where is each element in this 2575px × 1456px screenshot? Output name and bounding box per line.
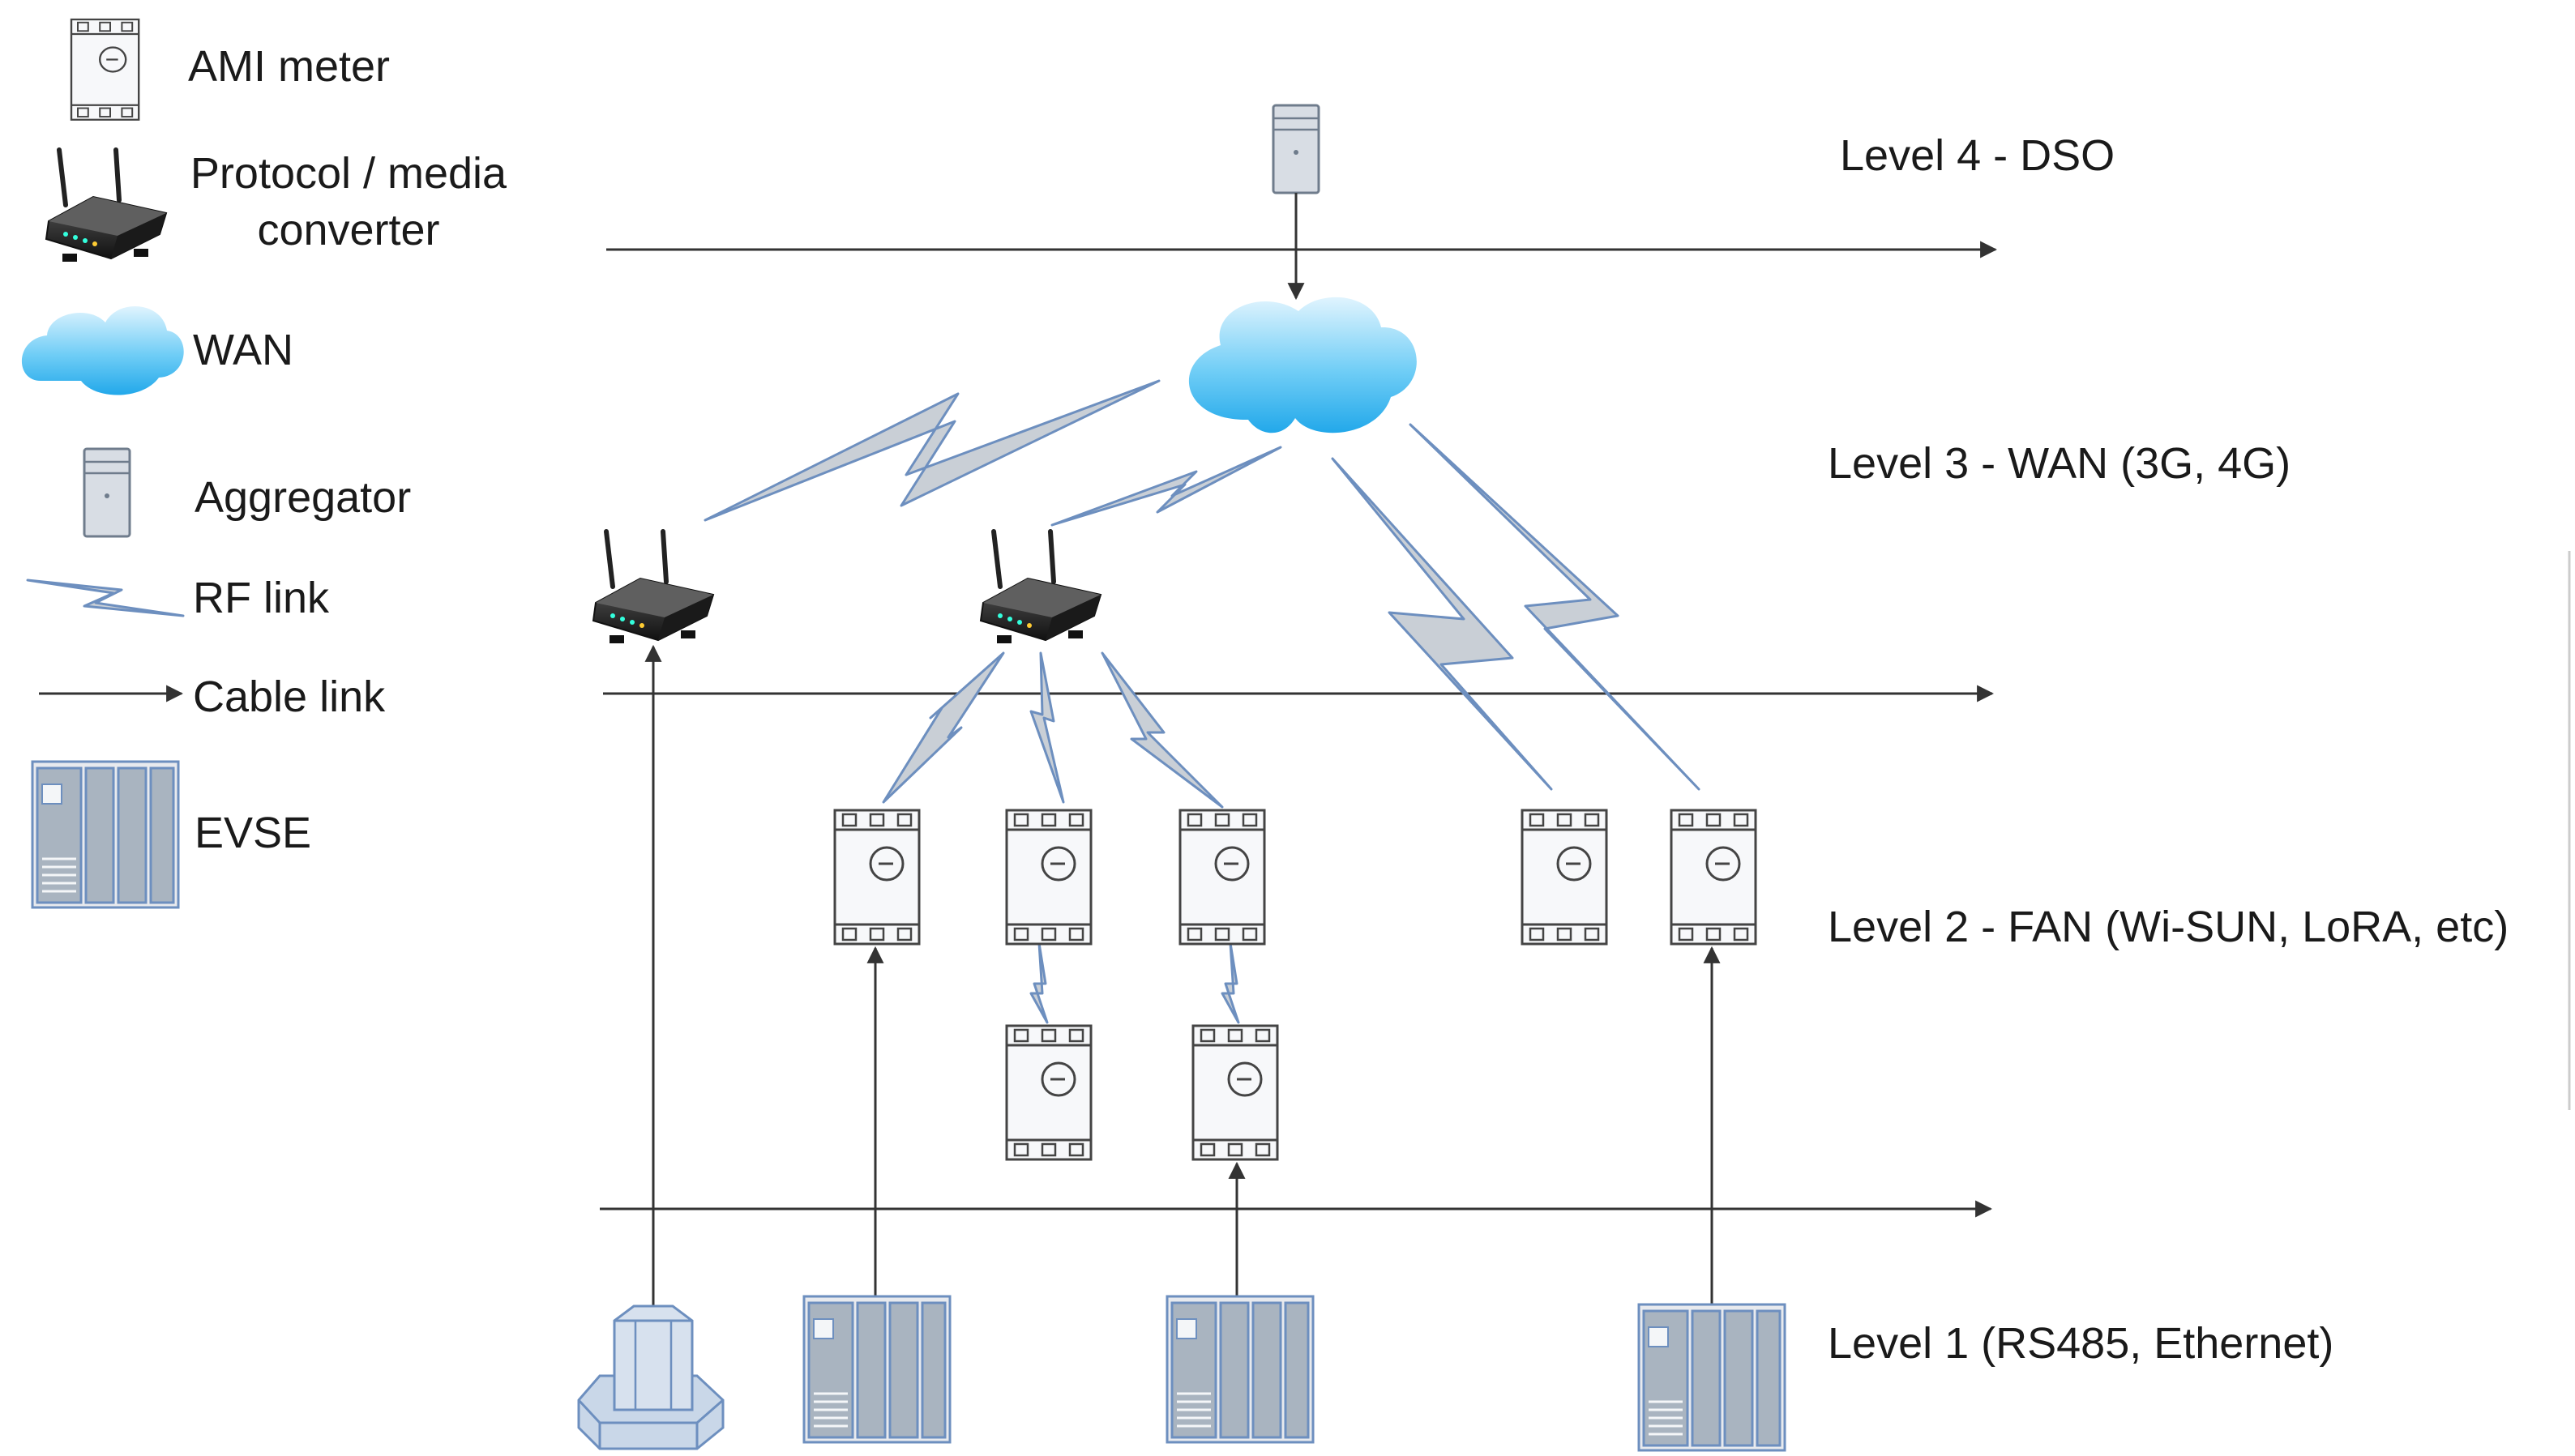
legend-rf-link-label: RF link	[193, 574, 330, 622]
rf-link-wan-meter4	[1331, 457, 1553, 791]
ami-meter-4	[1521, 809, 1608, 946]
ami-meter-6	[1005, 1024, 1093, 1161]
level2-label: Level 2 - FAN (Wi-SUN, LoRA, etc)	[1828, 903, 2509, 951]
rf-link-converter2-meter1	[882, 651, 1005, 804]
ami-meter-2	[1005, 809, 1093, 946]
wan-cloud	[1188, 297, 1417, 433]
level1-label: Level 1 (RS485, Ethernet)	[1828, 1319, 2333, 1368]
evse-3	[1637, 1303, 1786, 1452]
dso-aggregator	[1272, 104, 1320, 194]
legend: AMI meter Protocol / media converter WAN…	[21, 18, 507, 909]
legend-cable-link-label: Cable link	[193, 672, 386, 721]
level3-label: Level 3 - WAN (3G, 4G)	[1828, 439, 2291, 488]
fan-rf-links	[882, 651, 1240, 1024]
rf-link-converter2-meter3	[1101, 651, 1224, 809]
rf-link-wan-converter1	[704, 379, 1161, 522]
level4-label: Level 4 - DSO	[1840, 131, 2115, 180]
ami-meter-1	[833, 809, 921, 946]
level-dividers	[600, 241, 1998, 1218]
ami-meter-icon	[70, 18, 140, 121]
protocol-converter-2	[981, 532, 1101, 643]
rf-link-wan-converter2	[1050, 446, 1282, 527]
rf-link-wan-meter5	[1409, 423, 1700, 791]
charger-post-icon	[577, 1304, 725, 1450]
evse-2	[1166, 1295, 1315, 1444]
charging-station-icon	[31, 760, 180, 909]
ami-meter-3	[1178, 809, 1266, 946]
rf-link-meter2-meter6	[1029, 941, 1049, 1024]
legend-aggregator-label: Aggregator	[195, 473, 411, 522]
ami-meter-5	[1670, 809, 1757, 946]
rf-link-meter3-meter7	[1221, 941, 1240, 1024]
cable-links	[644, 644, 1721, 1306]
legend-converter-label-line2: converter	[257, 206, 439, 254]
evse-1	[802, 1295, 952, 1444]
rf-link-converter2-meter2	[1029, 651, 1065, 804]
legend-evse-label: EVSE	[195, 809, 311, 857]
router-icon	[46, 150, 166, 262]
legend-ami-meter-label: AMI meter	[188, 42, 390, 91]
wan-rf-links	[704, 379, 1700, 791]
lightning-bolt-icon	[26, 579, 185, 617]
protocol-converter-1	[593, 532, 713, 643]
legend-converter-label-line1: Protocol / media	[190, 149, 507, 198]
cloud-icon	[21, 305, 184, 395]
server-tower-icon	[83, 447, 131, 538]
ami-meter-7	[1191, 1024, 1279, 1161]
legend-wan-label: WAN	[193, 326, 293, 374]
